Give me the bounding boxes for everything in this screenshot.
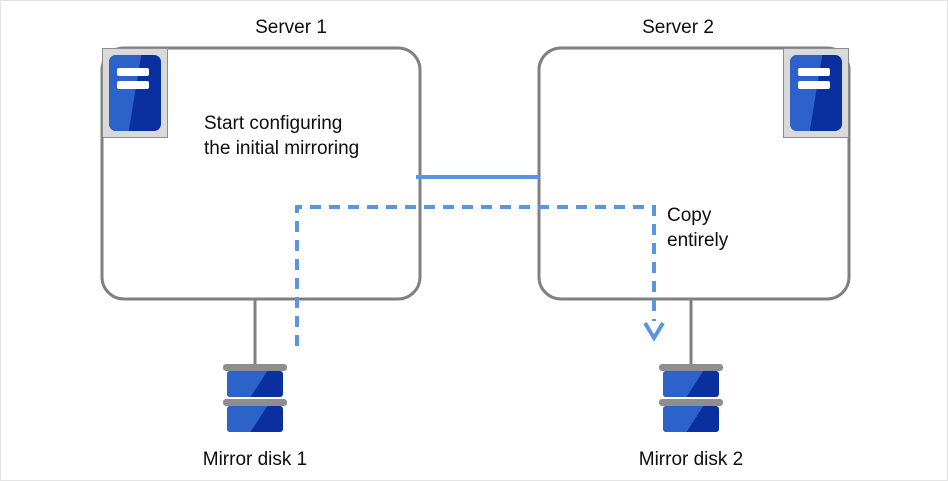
server2-icon-slot-2: [798, 80, 830, 90]
server1-icon-slot-2: [117, 80, 149, 90]
disk1-plate-top: [223, 364, 287, 371]
server2-icon-body: [790, 55, 842, 131]
copy-flow-path: [295, 205, 656, 346]
disk2-platter-2: [663, 406, 719, 432]
server1-box[interactable]: [100, 46, 422, 301]
copy-entirely-text: Copy entirely: [667, 205, 729, 251]
disk2-platter-1: [663, 371, 719, 397]
disk1-platter-2: [227, 406, 283, 432]
mirror-disk-2-icon: [659, 364, 723, 438]
disk1-plate-mid: [223, 399, 287, 406]
disk2-plate-mid: [659, 399, 723, 406]
mirror-disk-1-label: Mirror disk 1: [202, 449, 308, 470]
mirror-disk-2-label: Mirror disk 2: [638, 449, 744, 470]
disk2-plate-top: [659, 364, 723, 371]
server1-icon: [102, 48, 168, 138]
disk1-platter-1: [227, 371, 283, 397]
mirror-disk-1-icon: [223, 364, 287, 438]
server2-box[interactable]: [537, 46, 851, 301]
server1-icon-body: [109, 55, 161, 131]
server1-icon-slot-1: [117, 67, 149, 77]
server2-icon-slot-1: [798, 67, 830, 77]
server1-body-text: Start configuring the initial mirroring: [204, 113, 360, 159]
server2-title: Server 2: [642, 17, 714, 38]
server2-icon: [783, 48, 849, 138]
arrow-down-icon: [643, 321, 665, 342]
server1-title: Server 1: [255, 17, 327, 38]
